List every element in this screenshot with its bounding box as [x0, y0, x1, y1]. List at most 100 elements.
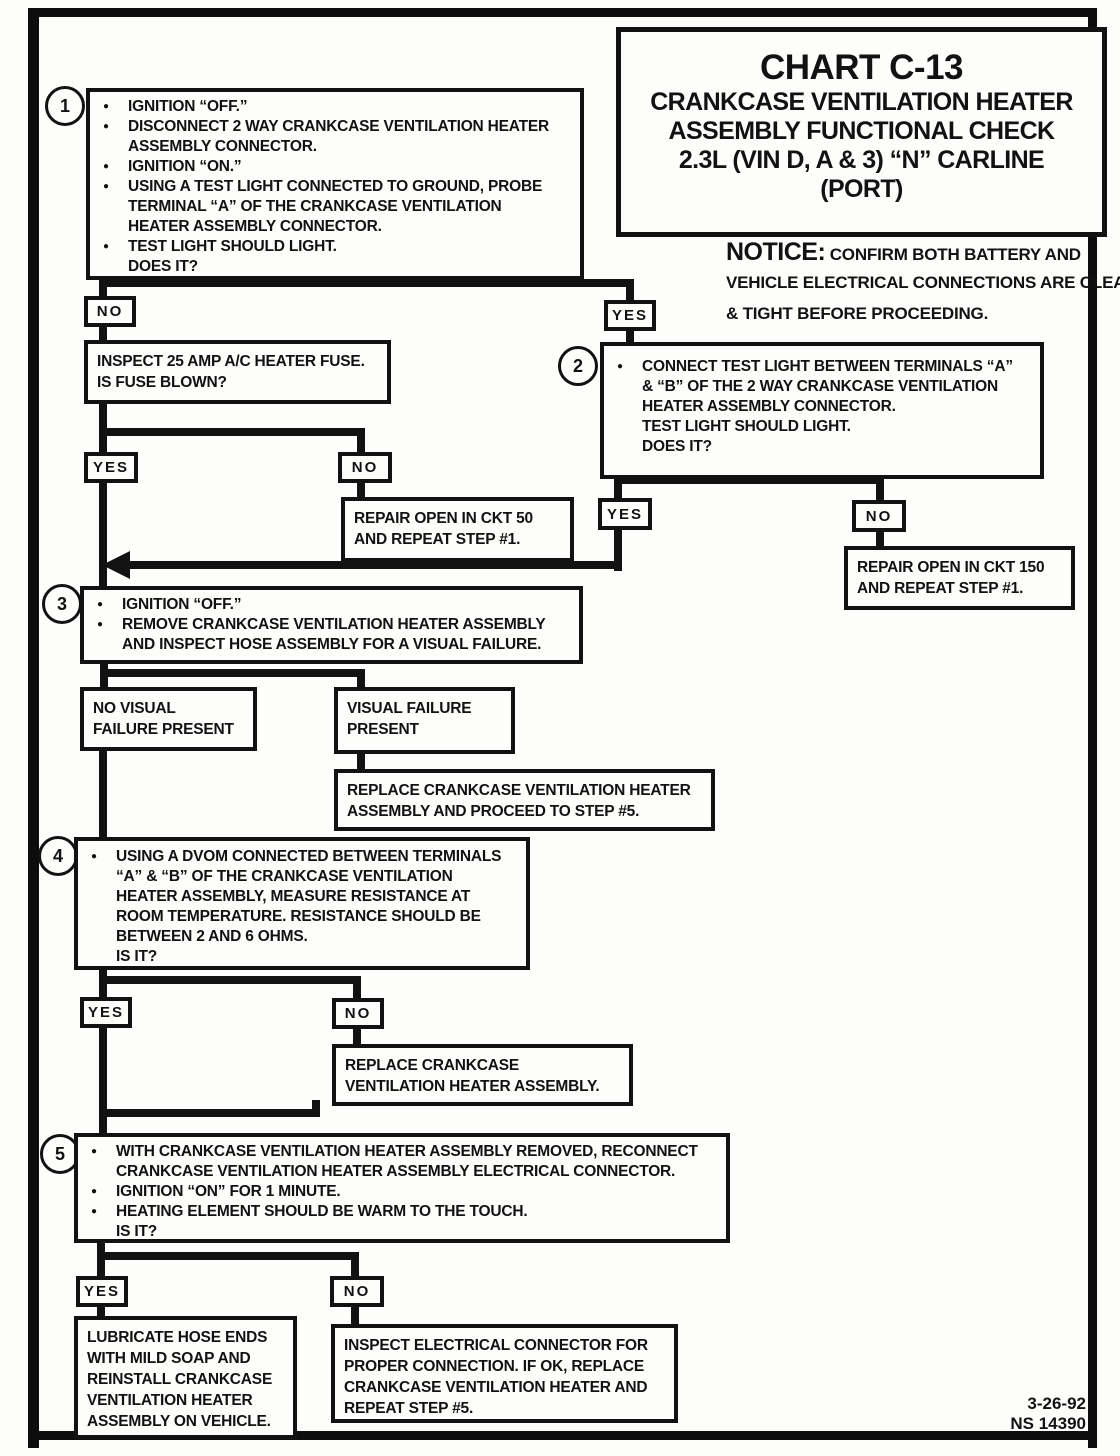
connector-line [614, 529, 622, 571]
step1-line: TEST LIGHT SHOULD LIGHT. [94, 237, 572, 257]
inspect-connector-box: INSPECT ELECTRICAL CONNECTOR FOR PROPER … [331, 1324, 678, 1423]
step5-line: WITH CRANKCASE VENTILATION HEATER ASSEMB… [82, 1142, 718, 1162]
repair-ckt150-line: AND REPEAT STEP #1. [857, 580, 1024, 597]
inspect-fuse-box: INSPECT 25 AMP A/C HEATER FUSE. IS FUSE … [84, 340, 391, 404]
notice-block: NOTICE: CONFIRM BOTH BATTERY AND VEHICLE… [726, 238, 1120, 329]
chart-subtitle-line: 2.3L (VIN D, A & 3) “N” CARLINE [678, 146, 1045, 174]
page-border-left [28, 8, 39, 1448]
connector-line [99, 326, 107, 342]
step1-line: IGNITION “ON.” [94, 157, 572, 177]
no-visual-failure-line: FAILURE PRESENT [93, 721, 234, 738]
connector-line [353, 976, 361, 1000]
step1-line: ASSEMBLY CONNECTOR. [128, 138, 317, 155]
decision-no-step2: NO [852, 500, 906, 532]
step2-line: TEST LIGHT SHOULD LIGHT. [642, 418, 851, 435]
decision-no-step5: NO [330, 1276, 384, 1307]
notice-line: VEHICLE ELECTRICAL CONNECTIONS ARE CLEAN [726, 273, 1120, 292]
inspect-connector-line: INSPECT ELECTRICAL CONNECTOR FOR [344, 1337, 648, 1354]
footer-block: 3-26-92 NS 14390 [938, 1394, 1086, 1434]
repair-ckt50-line: REPAIR OPEN IN CKT 50 [354, 510, 533, 527]
connector-line [351, 1252, 359, 1278]
decision-no-step4: NO [332, 998, 384, 1029]
connector-line [99, 1027, 107, 1135]
visual-failure-box: VISUAL FAILURE PRESENT [334, 687, 515, 754]
connector-line [99, 976, 361, 984]
visual-failure-line: PRESENT [347, 721, 419, 738]
chart-title: CHART C-13 [759, 48, 964, 87]
page-border-right [1088, 8, 1097, 1448]
repair-ckt50-line: AND REPEAT STEP #1. [354, 531, 521, 548]
decision-yes-step1: YES [604, 300, 656, 331]
lubricate-line: WITH MILD SOAP AND [87, 1350, 251, 1367]
inspect-fuse-line: IS FUSE BLOWN? [97, 374, 227, 391]
connector-line [99, 279, 634, 287]
step4-box: USING A DVOM CONNECTED BETWEEN TERMINALS… [74, 837, 530, 970]
connector-line [97, 1306, 105, 1319]
step3-line: IGNITION “OFF.” [88, 595, 571, 615]
connector-line [97, 1252, 359, 1260]
connector-line [614, 476, 884, 484]
footer-date: 3-26-92 [1027, 1394, 1086, 1413]
step1-line: USING A TEST LIGHT CONNECTED TO GROUND, … [94, 177, 572, 197]
inspect-connector-line: REPEAT STEP #5. [344, 1400, 474, 1417]
step4-line: BETWEEN 2 AND 6 OHMS. [116, 928, 308, 945]
no-visual-failure-line: NO VISUAL [93, 700, 176, 717]
connector-line [626, 330, 634, 344]
step5-line: CRANKCASE VENTILATION HEATER ASSEMBLY EL… [116, 1163, 676, 1180]
notice-line: & TIGHT BEFORE PROCEEDING. [726, 304, 989, 323]
connector-line [351, 1306, 359, 1327]
step-number-3: 3 [42, 584, 82, 624]
chart-subtitle-line: CRANKCASE VENTILATION HEATER [650, 88, 1073, 116]
connector-line [99, 400, 107, 454]
connector-line [353, 1028, 361, 1046]
connector-line [312, 1100, 320, 1117]
step3-line: REMOVE CRANKCASE VENTILATION HEATER ASSE… [88, 615, 571, 635]
replace-proceed-box: REPLACE CRANKCASE VENTILATION HEATER ASS… [334, 769, 715, 831]
step5-line: IGNITION “ON” FOR 1 MINUTE. [82, 1182, 718, 1202]
repair-ckt150-line: REPAIR OPEN IN CKT 150 [857, 559, 1045, 576]
inspect-fuse-line: INSPECT 25 AMP A/C HEATER FUSE. [97, 353, 365, 370]
step2-line: & “B” OF THE 2 WAY CRANKCASE VENTILATION [642, 378, 998, 395]
replace-proceed-line: REPLACE CRANKCASE VENTILATION HEATER [347, 782, 691, 799]
footer-doc-number: NS 14390 [1010, 1414, 1086, 1433]
step4-line: “A” & “B” OF THE CRANKCASE VENTILATION [116, 868, 453, 885]
step2-line: DOES IT? [642, 438, 712, 455]
visual-failure-line: VISUAL FAILURE [347, 700, 472, 717]
notice-line: CONFIRM BOTH BATTERY AND [829, 245, 1081, 264]
step5-line: IS IT? [116, 1223, 157, 1240]
step1-line: TERMINAL “A” OF THE CRANKCASE VENTILATIO… [128, 198, 502, 215]
decision-yes-step2: YES [598, 498, 652, 530]
connector-line [357, 669, 365, 688]
connector-line [357, 428, 365, 454]
chart-subtitle-line: (PORT) [820, 175, 903, 203]
step4-line: USING A DVOM CONNECTED BETWEEN TERMINALS [82, 847, 518, 867]
replace-assembly-box: REPLACE CRANKCASE VENTILATION HEATER ASS… [332, 1044, 633, 1106]
lubricate-line: ASSEMBLY ON VEHICLE. [87, 1413, 271, 1430]
decision-yes-fuse: YES [84, 452, 138, 483]
step-number-4: 4 [38, 836, 78, 876]
decision-yes-step5: YES [76, 1276, 128, 1307]
notice-label: NOTICE: [726, 238, 826, 266]
step5-box: WITH CRANKCASE VENTILATION HEATER ASSEMB… [74, 1133, 730, 1243]
repair-ckt150-box: REPAIR OPEN IN CKT 150 AND REPEAT STEP #… [844, 546, 1075, 610]
replace-assembly-line: VENTILATION HEATER ASSEMBLY. [345, 1078, 600, 1095]
step4-line: IS IT? [116, 948, 157, 965]
step5-line: HEATING ELEMENT SHOULD BE WARM TO THE TO… [82, 1202, 718, 1222]
step-number-1: 1 [45, 86, 85, 126]
step1-box: IGNITION “OFF.” DISCONNECT 2 WAY CRANKCA… [86, 88, 584, 280]
connector-line [99, 745, 107, 838]
step1-line: HEATER ASSEMBLY CONNECTOR. [128, 218, 382, 235]
lubricate-line: VENTILATION HEATER [87, 1392, 253, 1409]
chart-title-box: CHART C-13 CRANKCASE VENTILATION HEATER … [616, 27, 1107, 237]
step2-line: HEATER ASSEMBLY CONNECTOR. [642, 398, 896, 415]
connector-line [876, 476, 884, 502]
step2-line: CONNECT TEST LIGHT BETWEEN TERMINALS “A” [608, 357, 1032, 377]
connector-line [357, 482, 365, 499]
no-visual-failure-box: NO VISUAL FAILURE PRESENT [80, 687, 257, 751]
connector-line [128, 561, 622, 569]
replace-assembly-line: REPLACE CRANKCASE [345, 1057, 520, 1074]
replace-proceed-line: ASSEMBLY AND PROCEED TO STEP #5. [347, 803, 640, 820]
decision-no-fuse: NO [338, 452, 392, 483]
connector-line [99, 428, 365, 436]
